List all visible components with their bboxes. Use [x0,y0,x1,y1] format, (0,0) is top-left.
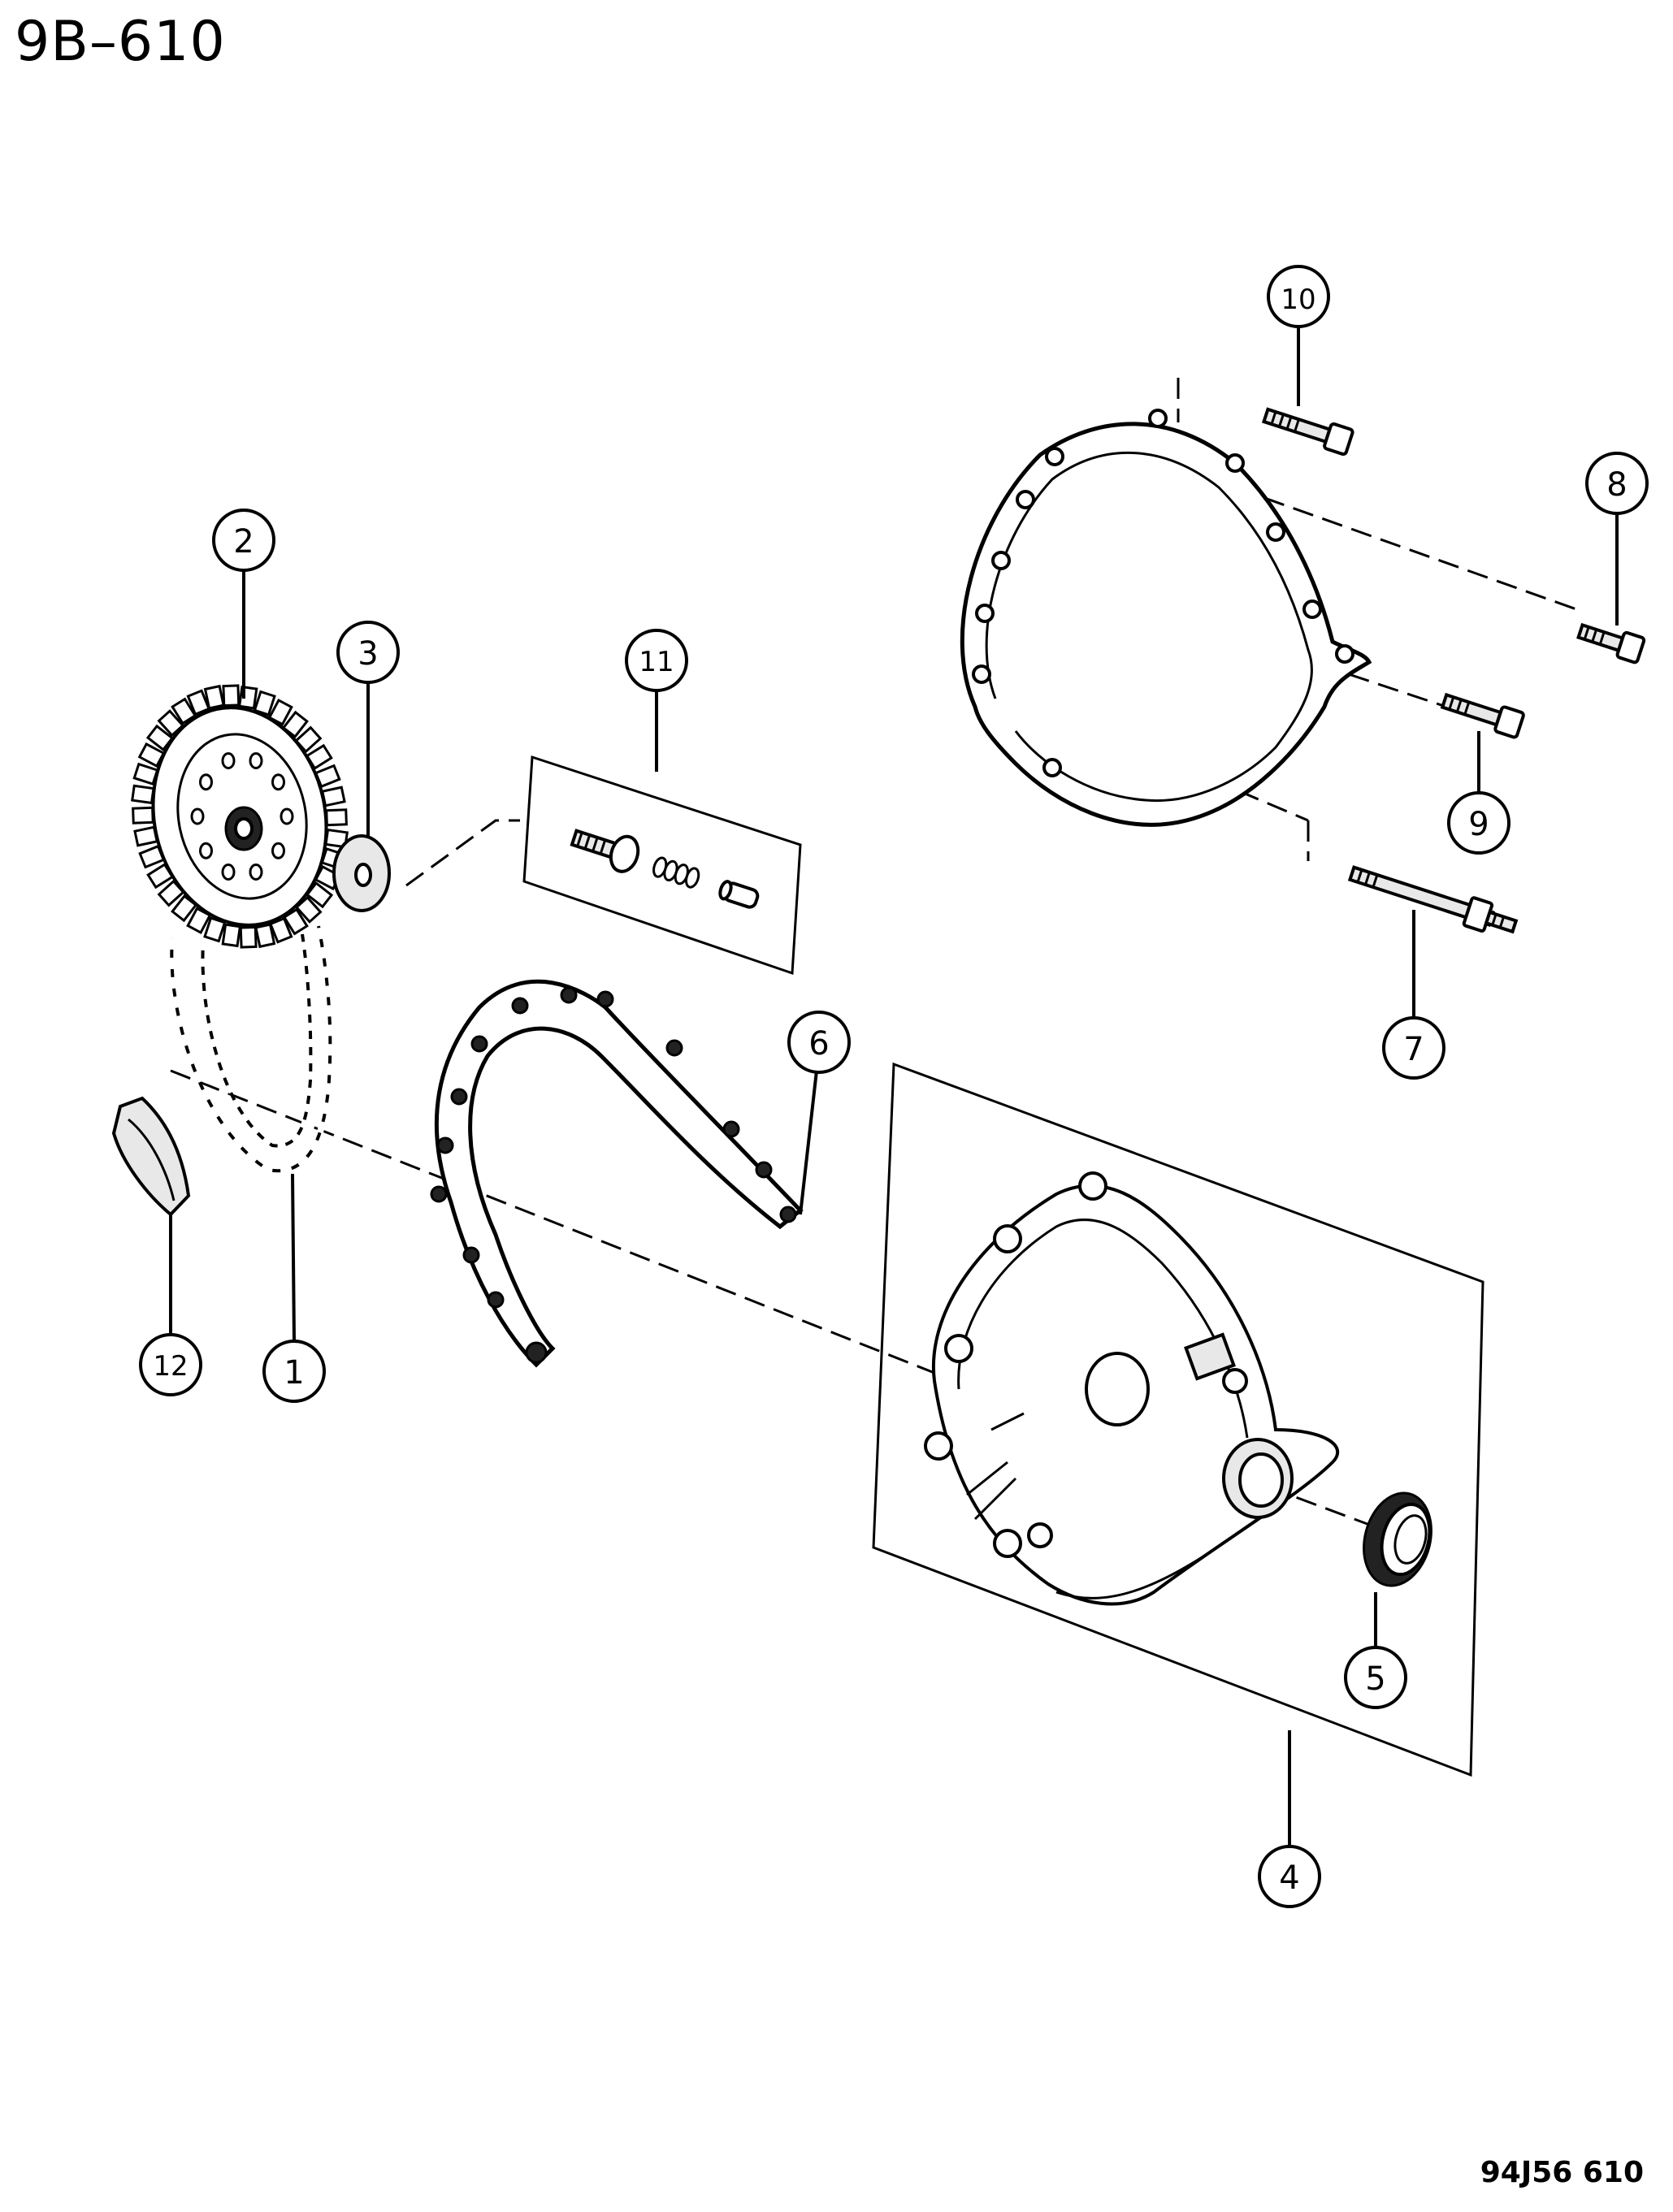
camshaft-sprocket [131,684,349,949]
callout-6: 6 [787,1011,851,1074]
callout-3: 3 [336,621,400,684]
svg-text:1: 1 [284,1354,304,1392]
svg-text:7: 7 [1403,1031,1424,1068]
svg-text:12: 12 [153,1350,188,1383]
assembly-centerlines [170,378,1577,1549]
tensioner-kit [522,755,802,976]
callout-4: 4 [1258,1845,1321,1908]
svg-text:9: 9 [1468,806,1489,843]
callout-2: 2 [212,509,275,572]
svg-text:11: 11 [639,646,674,678]
crankshaft-oil-seal [1363,1491,1432,1587]
oil-slinger [111,1096,191,1217]
figure-code: 94J56 610 [1480,2156,1644,2189]
stud-7 [1347,865,1519,934]
bolt-9 [1440,692,1525,739]
timing-case-cover [872,1062,1484,1777]
svg-text:8: 8 [1606,466,1627,504]
svg-text:4: 4 [1279,1859,1299,1897]
callout-11: 11 [625,629,688,692]
callout-9: 9 [1447,791,1510,855]
callout-10: 10 [1267,265,1330,328]
timing-chain [168,925,334,1175]
callout-1: 1 [262,1340,326,1403]
bolt-10 [1261,407,1354,457]
svg-text:6: 6 [808,1025,829,1063]
bolt-8 [1576,622,1646,664]
front-cover-gasket [430,979,804,1368]
callout-5: 5 [1344,1646,1407,1709]
callout-7: 7 [1382,1016,1445,1080]
sprocket-washer [332,834,391,912]
leader-lines [169,325,1619,1848]
callout-8: 8 [1585,452,1649,515]
svg-text:3: 3 [358,635,378,673]
callout-12: 12 [139,1333,202,1396]
svg-text:2: 2 [233,523,254,561]
svg-text:5: 5 [1365,1660,1385,1698]
svg-text:10: 10 [1281,284,1315,316]
upper-cover-gasket [960,409,1372,827]
page-code: 9B–610 [15,10,226,74]
